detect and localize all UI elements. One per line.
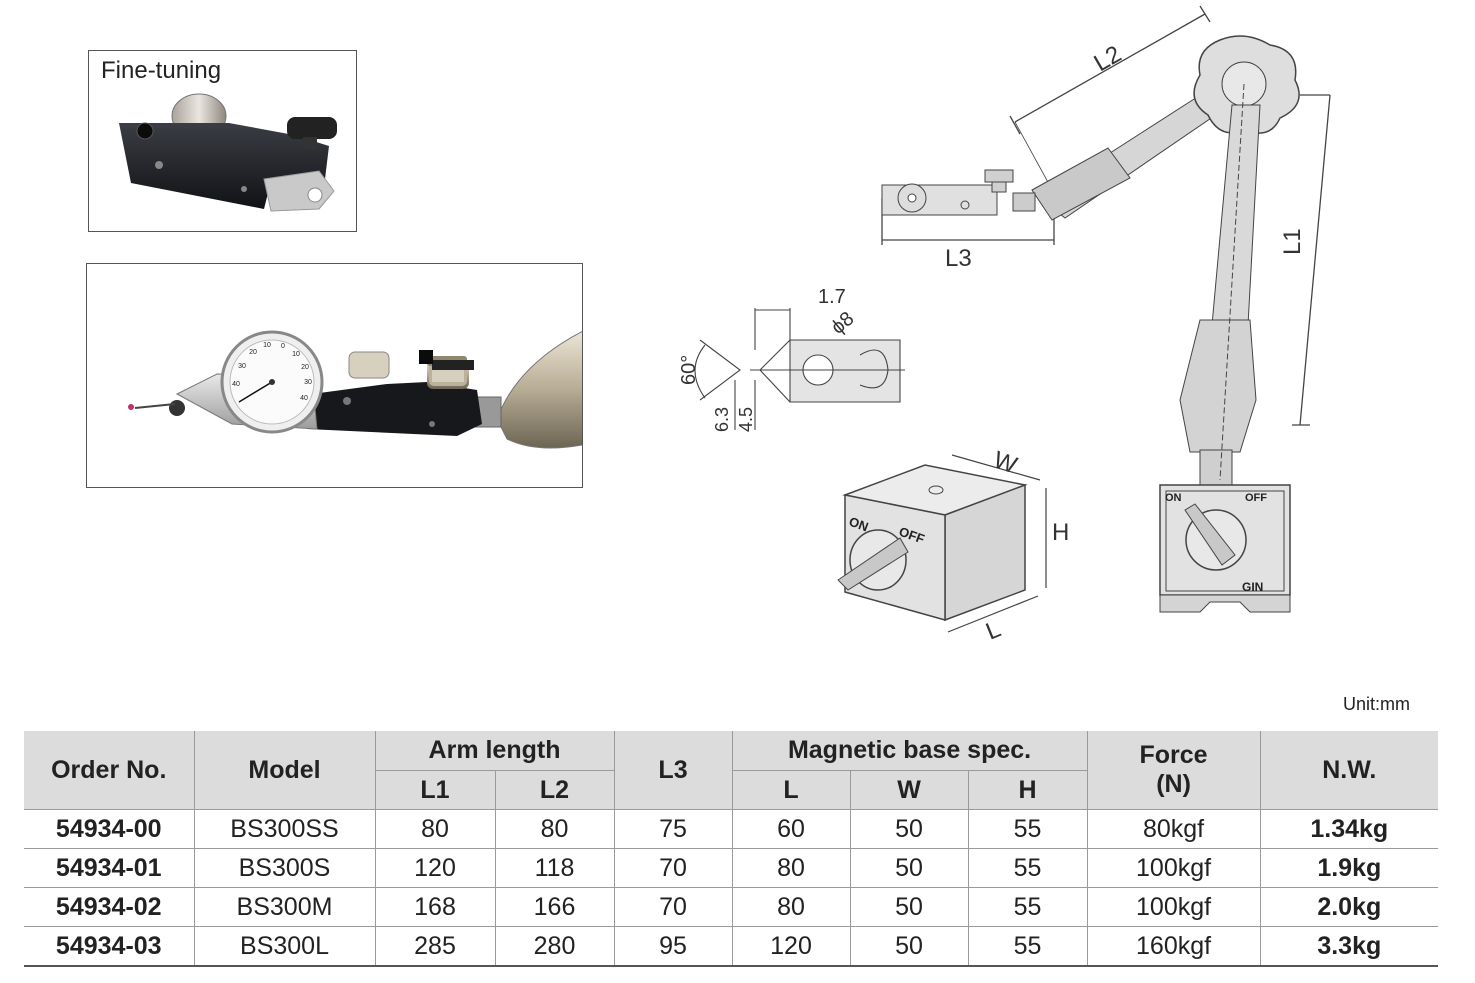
l3-cell: 70 xyxy=(613,848,733,888)
dial-number: 30 xyxy=(238,363,246,370)
dim-phi8-label: ϕ8 xyxy=(827,308,858,339)
base-w-cell: 50 xyxy=(849,926,969,967)
l3-label: L3 xyxy=(945,245,972,272)
model-header: Model xyxy=(193,731,375,810)
order-no-cell: 54934-02 xyxy=(24,887,194,927)
base-h-header: H xyxy=(967,770,1088,810)
cube-on-label: ON xyxy=(847,514,870,535)
l2-header: L2 xyxy=(494,770,615,810)
l2-cell: 166 xyxy=(494,887,615,927)
dial-number: 0 xyxy=(281,343,285,350)
l1-label: L1 xyxy=(1279,228,1306,255)
unit-label: Unit:mm xyxy=(1343,694,1410,714)
base-l-cell: 120 xyxy=(731,926,851,967)
dial-number: 30 xyxy=(304,379,312,386)
l-label: L xyxy=(982,616,1005,646)
dial-number: 10 xyxy=(263,342,271,349)
l2-cell: 280 xyxy=(494,926,615,967)
model-cell: BS300M xyxy=(193,887,375,927)
fine-tuning-label: Fine-tuning xyxy=(101,57,222,84)
l2-label: L2 xyxy=(1090,40,1127,77)
dial-number: 10 xyxy=(292,351,300,358)
dim-4-5-label: 4.5 xyxy=(736,407,756,432)
nw-cell: 1.9kg xyxy=(1259,848,1439,888)
dial-number: 20 xyxy=(301,364,309,371)
l3-cell: 70 xyxy=(613,887,733,927)
model-cell: BS300L xyxy=(193,926,375,967)
nw-cell: 1.34kg xyxy=(1259,809,1439,849)
force-cell: 80kgf xyxy=(1086,809,1261,849)
base-l-cell: 80 xyxy=(731,848,851,888)
base-on-label: ON xyxy=(1165,492,1182,504)
base-w-cell: 50 xyxy=(849,809,969,849)
base-l-cell: 60 xyxy=(731,809,851,849)
base-w-header: W xyxy=(849,770,969,810)
base-h-cell: 55 xyxy=(967,926,1088,967)
base-l-header: L xyxy=(731,770,851,810)
dial-indicator-image: 40 30 20 10 0 10 20 30 40 xyxy=(128,330,582,449)
order-no-cell: 54934-01 xyxy=(24,848,194,888)
l3-header: L3 xyxy=(613,731,733,810)
force-cell: 100kgf xyxy=(1086,848,1261,888)
arm-length-header: Arm length xyxy=(374,731,615,771)
indicator-assembly-photo: 40 30 20 10 0 10 20 30 40 xyxy=(86,263,583,488)
force-cell: 160kgf xyxy=(1086,926,1261,967)
base-h-cell: 55 xyxy=(967,848,1088,888)
order-no-header: Order No. xyxy=(24,731,194,810)
stand-technical-drawing: ON OFF GIN L2 L1 L3 1.7 ϕ8 60° 6.3 4.5 O… xyxy=(678,5,1331,646)
force-cell: 100kgf xyxy=(1086,887,1261,927)
order-no-cell: 54934-00 xyxy=(24,809,194,849)
model-cell: BS300SS xyxy=(193,809,375,849)
base-w-cell: 50 xyxy=(849,848,969,888)
force-header: Force (N) xyxy=(1086,731,1261,810)
spec-table: Order No. Model Arm length L3 Magnetic b… xyxy=(24,731,1439,967)
fine-tuning-clamp-image xyxy=(119,93,337,212)
dial-number: 40 xyxy=(300,395,308,402)
l3-cell: 75 xyxy=(613,809,733,849)
table-row: 54934-01 BS300S 120 118 70 80 50 55 100k… xyxy=(24,848,1439,888)
magnetic-base-header: Magnetic base spec. xyxy=(731,731,1088,771)
nw-cell: 2.0kg xyxy=(1259,887,1439,927)
l1-cell: 285 xyxy=(374,926,495,967)
nw-cell: 3.3kg xyxy=(1259,926,1439,967)
nw-header: N.W. xyxy=(1259,731,1439,810)
l1-cell: 168 xyxy=(374,887,495,927)
w-label: W xyxy=(990,446,1021,479)
base-l-cell: 80 xyxy=(731,887,851,927)
l2-cell: 118 xyxy=(494,848,615,888)
l1-cell: 120 xyxy=(374,848,495,888)
dial-number: 20 xyxy=(249,349,257,356)
l1-header: L1 xyxy=(374,770,495,810)
dial-number: 40 xyxy=(232,381,240,388)
base-gin-label: GIN xyxy=(1242,580,1263,594)
table-row: 54934-02 BS300M 168 166 70 80 50 55 100k… xyxy=(24,887,1439,927)
base-h-cell: 55 xyxy=(967,887,1088,927)
h-label: H xyxy=(1052,519,1069,546)
order-no-cell: 54934-03 xyxy=(24,926,194,967)
model-cell: BS300S xyxy=(193,848,375,888)
l1-cell: 80 xyxy=(374,809,495,849)
dim-60-label: 60° xyxy=(678,355,700,385)
base-h-cell: 55 xyxy=(967,809,1088,849)
fine-tuning-photo: Fine-tuning xyxy=(88,50,357,232)
dim-6-3-label: 6.3 xyxy=(712,407,732,432)
l3-cell: 95 xyxy=(613,926,733,967)
base-w-cell: 50 xyxy=(849,887,969,927)
dim-1-7-label: 1.7 xyxy=(818,286,846,308)
table-row: 54934-00 BS300SS 80 80 75 60 50 55 80kgf… xyxy=(24,809,1439,849)
table-row: 54934-03 BS300L 285 280 95 120 50 55 160… xyxy=(24,926,1439,967)
base-off-label: OFF xyxy=(1245,492,1267,504)
l2-cell: 80 xyxy=(494,809,615,849)
